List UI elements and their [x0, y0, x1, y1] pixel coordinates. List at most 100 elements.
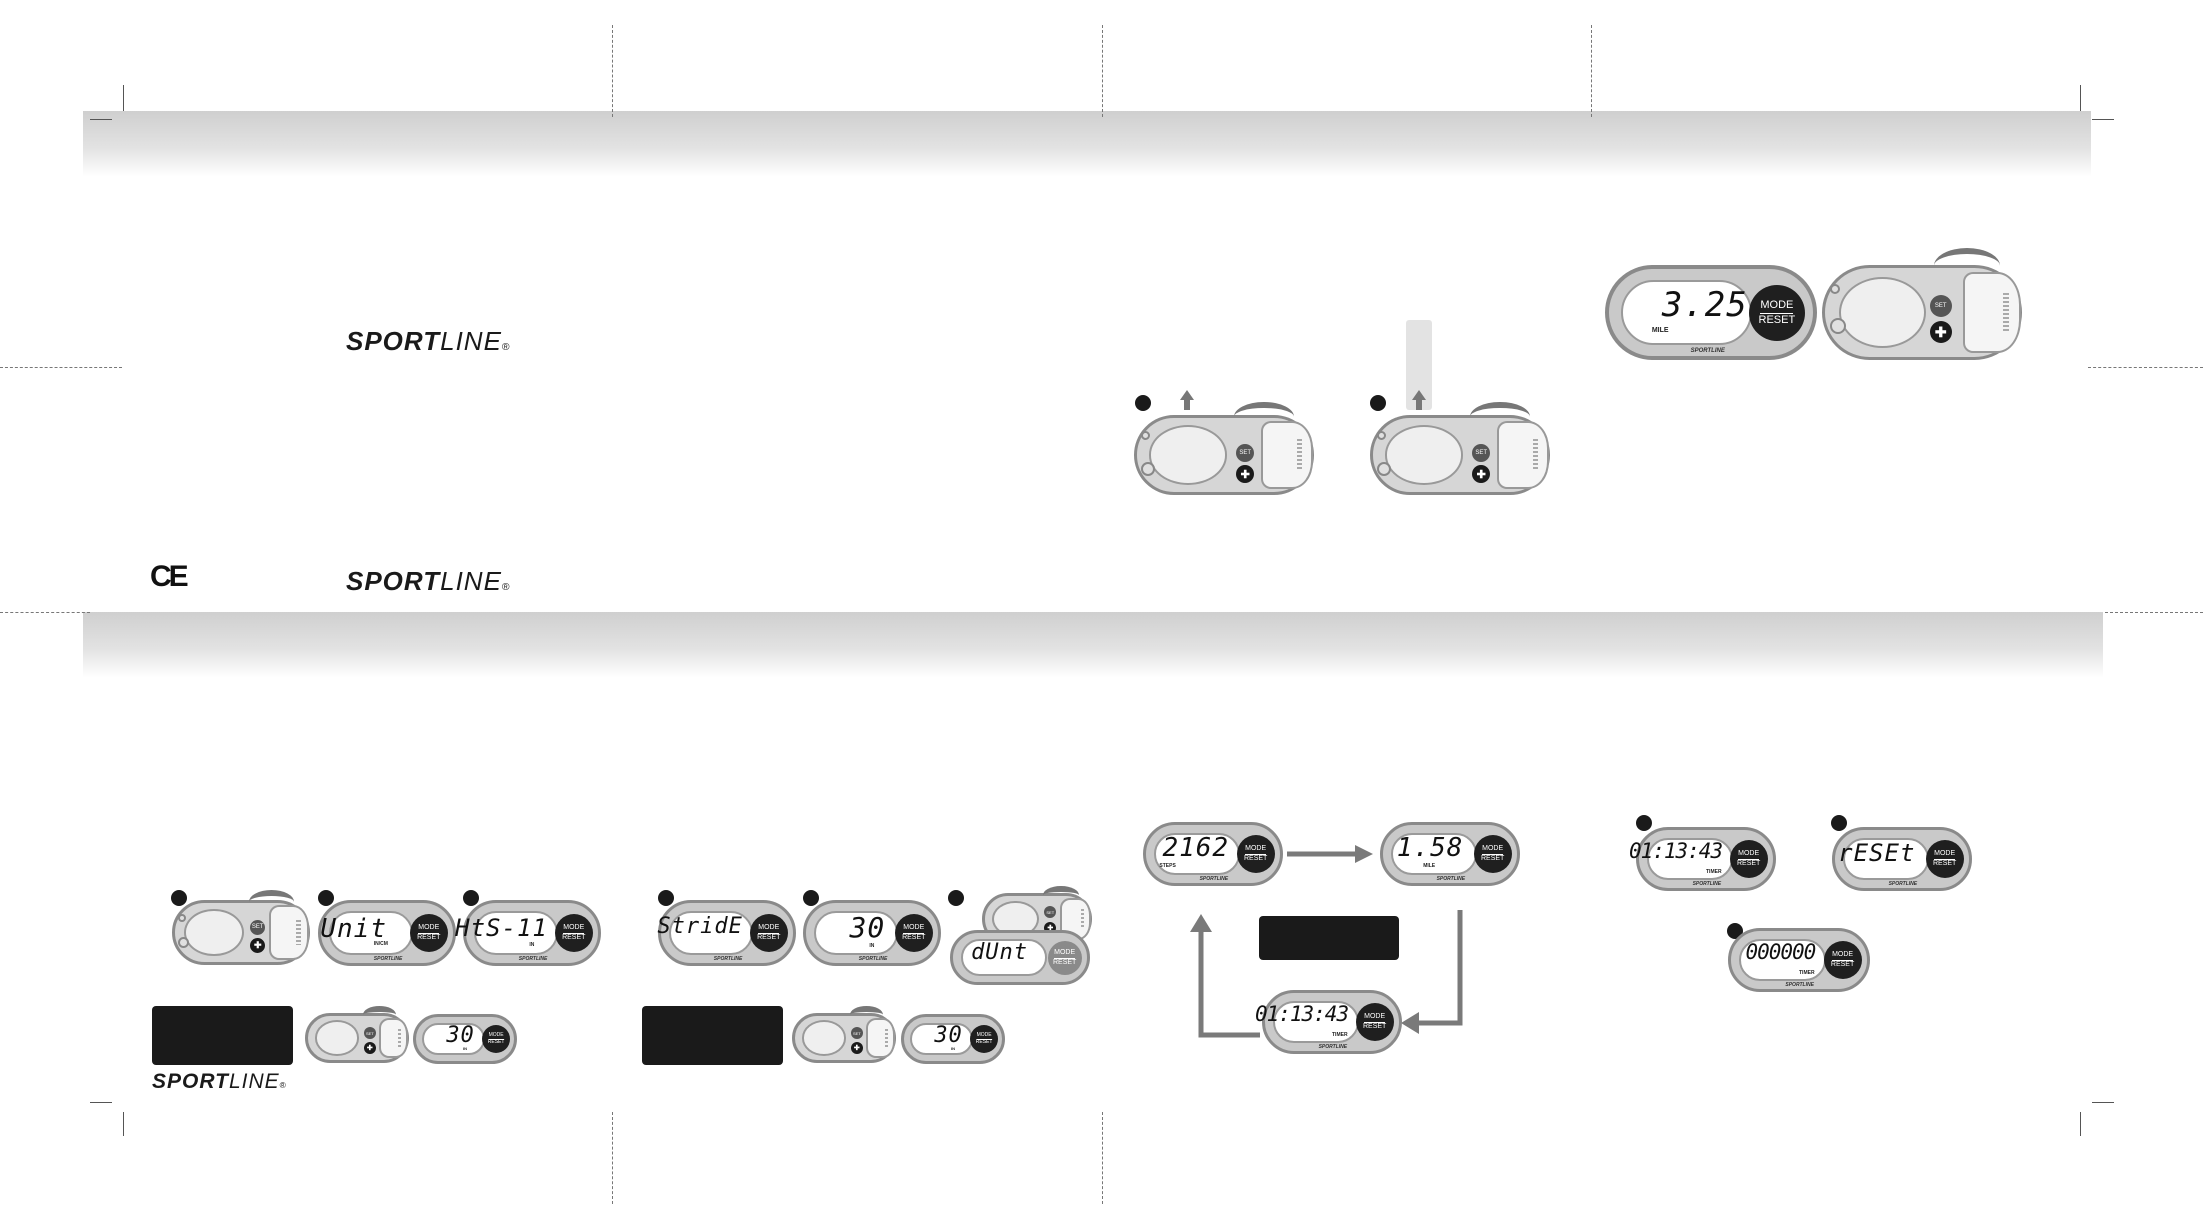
arrow-right-icon: [1287, 845, 1373, 863]
rotate-arrow-icon: [1933, 248, 2000, 284]
device-brand: SPORTLINE: [373, 955, 403, 962]
display-unit: IN: [869, 942, 875, 949]
arrow-up-icon: [1190, 914, 1260, 1038]
step-marker: [1831, 815, 1847, 831]
set-button[interactable]: SET: [1929, 294, 1952, 317]
pedometer-back: SET ✚: [792, 1006, 896, 1063]
set-button[interactable]: SET: [850, 1027, 863, 1040]
crop-mark: [2092, 119, 2114, 120]
device-brand: SPORTLINE: [713, 955, 743, 962]
sportline-logo: SPORTLINE®: [346, 326, 511, 356]
display-value: StridE: [657, 913, 743, 939]
display-unit: STEPS: [1159, 863, 1176, 870]
step-marker: [658, 890, 674, 906]
step-marker: [1370, 395, 1386, 411]
rotate-arrow-icon: [248, 890, 294, 914]
crop-mark: [2092, 1102, 2114, 1103]
device-brand: SPORTLINE: [1785, 981, 1814, 988]
display-value: rESEt: [1838, 839, 1916, 868]
fold-mark: [1591, 25, 1592, 117]
display-unit: TIMER: [1799, 970, 1815, 977]
sportline-logo: SPORTLINE®: [152, 1070, 287, 1093]
rotate-arrow-icon: [1043, 885, 1079, 904]
fold-mark: [0, 367, 122, 368]
crop-mark: [123, 85, 124, 111]
pedometer-back: SET ✚: [172, 890, 310, 965]
display-value: 000000: [1745, 940, 1816, 965]
display-unit: TIMER: [1332, 1032, 1348, 1039]
step-marker: [948, 890, 964, 906]
display-value: 30: [446, 1023, 475, 1049]
note-box: [1259, 916, 1399, 960]
plus-icon: ✚: [1472, 465, 1491, 484]
arrow-down-icon: [1401, 910, 1463, 1034]
fold-mark: [1102, 1112, 1103, 1204]
device-brand: SPORTLINE: [1436, 875, 1466, 882]
top-header-band: [83, 111, 2091, 177]
set-button[interactable]: SET: [1044, 906, 1057, 919]
crop-mark: [90, 119, 112, 120]
crop-mark: [2080, 1112, 2081, 1136]
rotate-arrow-icon: [849, 1006, 884, 1024]
note-box: [642, 1006, 783, 1065]
rotate-arrow-icon: [362, 1006, 397, 1024]
device-brand: SPORTLINE: [518, 955, 548, 962]
fold-mark: [0, 612, 90, 613]
display-value: 2162: [1162, 833, 1230, 864]
display-value: 30: [934, 1023, 963, 1049]
crop-mark: [90, 1102, 112, 1103]
set-button[interactable]: SET: [1236, 443, 1255, 462]
plus-icon: ✚: [850, 1041, 863, 1054]
bottom-header-band: [83, 612, 2103, 678]
note-box: [152, 1006, 293, 1065]
display-unit: IN/CM: [373, 940, 388, 947]
display-value: Unit: [320, 913, 387, 944]
ce-mark: CE: [150, 560, 189, 593]
rotate-arrow-icon: [1470, 401, 1530, 432]
up-arrow-icon: [1180, 390, 1194, 410]
fold-mark: [612, 25, 613, 117]
step-marker: [1636, 815, 1652, 831]
display-value: 01:13:43: [1628, 839, 1723, 864]
step-marker: [318, 890, 334, 906]
fold-mark: [1102, 25, 1103, 117]
device-brand: SPORTLINE: [1199, 875, 1229, 882]
set-button[interactable]: SET: [250, 919, 266, 935]
rotate-arrow-icon: [1234, 401, 1294, 432]
pedometer-back: SET ✚: [1370, 401, 1550, 495]
set-button[interactable]: SET: [1472, 443, 1491, 462]
display-value: 3.25: [1661, 284, 1748, 325]
step-marker: [463, 890, 479, 906]
pedometer-back-large: SET ✚: [1822, 248, 2022, 360]
display-value: HtS-11: [455, 913, 548, 942]
display-value: 1.58: [1396, 833, 1464, 864]
crop-mark: [2080, 85, 2081, 111]
fold-mark: [612, 1112, 613, 1204]
set-button[interactable]: SET: [363, 1027, 376, 1040]
